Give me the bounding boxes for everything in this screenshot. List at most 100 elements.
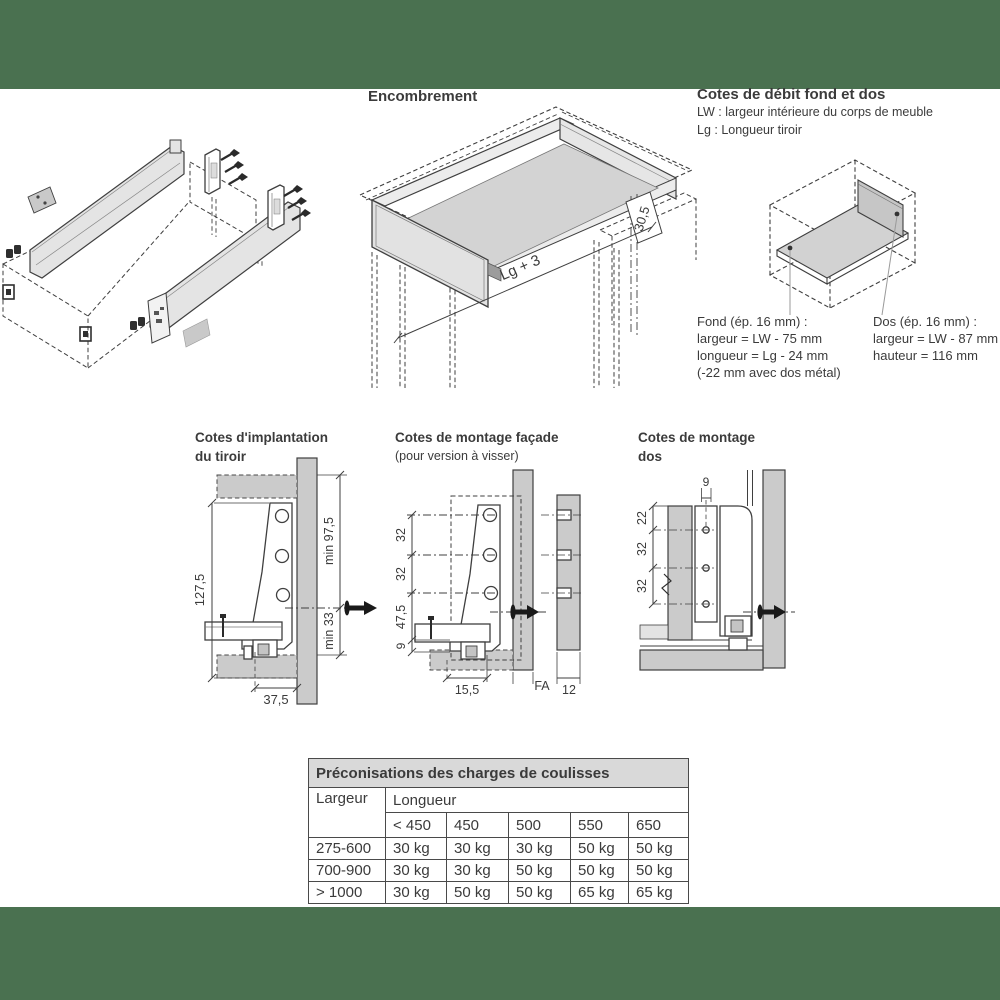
back-rail [559, 117, 677, 200]
facade-cut-panel [541, 494, 581, 651]
dim-bottom-37-5: 37,5 [250, 652, 302, 707]
svg-text:12: 12 [562, 683, 576, 697]
load-cell: 50 kg [627, 859, 690, 882]
svg-text:32: 32 [394, 567, 408, 581]
cabinet-bottom-dashed [216, 654, 298, 679]
row-label: 275-600 [308, 837, 386, 860]
dim-left-column: 22 32 32 [635, 501, 717, 609]
fond-spec-length: longueur = Lg - 24 mm [697, 348, 829, 363]
table-header-row-1: Largeur Longueur [308, 787, 690, 838]
table-title: Préconisations des charges de coulisses [307, 758, 690, 788]
dim-bottom-row: 15,5 FA 12 [442, 652, 581, 697]
cabinet-top-dashed [216, 474, 298, 499]
svg-text:min 97,5: min 97,5 [322, 517, 336, 565]
height-tag: 30,5 [625, 191, 663, 335]
fond-leader-dot [787, 245, 793, 251]
encombrement-title: Encombrement [368, 88, 478, 105]
implantation-diagram: 127,5 min 97,5 min 33 37,5 [192, 457, 377, 707]
dos-spec-title: Dos (ép. 16 mm) : [873, 314, 978, 329]
length-header: 450 [446, 812, 509, 838]
svg-text:47,5: 47,5 [394, 605, 408, 629]
break-symbol [661, 573, 672, 596]
length-header: 550 [570, 812, 629, 838]
svg-text:127,5: 127,5 [192, 574, 207, 607]
load-cell: 30 kg [446, 837, 509, 860]
facade-title: Cotes de montage façade (pour version à … [395, 430, 559, 463]
fond-spec-width: largeur = LW - 75 mm [697, 331, 823, 346]
front-bracket-2 [267, 184, 285, 231]
right-drawer-side-rail [147, 201, 301, 348]
side-panel-dashed [598, 192, 698, 325]
drawer-bottom-rail [414, 623, 491, 643]
table-row: 275-600 30 kg 30 kg 30 kg 50 kg 50 kg [308, 837, 690, 860]
load-cell: 50 kg [570, 859, 629, 882]
gray-label-plate [182, 318, 211, 348]
left-mounting-plate [27, 186, 57, 214]
rail-front-cap [147, 292, 171, 344]
dim-left-127-5: 127,5 [192, 498, 297, 683]
svg-text:32: 32 [635, 542, 649, 556]
table-row: > 1000 30 kg 50 kg 50 kg 65 kg 65 kg [308, 881, 690, 904]
dim-left-column: 32 32 47,5 9 [394, 510, 450, 657]
length-header: 500 [508, 812, 571, 838]
dim-top-9: 9 [701, 475, 712, 530]
dos-spec: Dos (ép. 16 mm) : largeur = LW - 87 mm h… [873, 313, 998, 364]
legend-lw: LW : largeur intérieure du corps de meub… [697, 105, 933, 119]
svg-text:min 33: min 33 [322, 612, 336, 650]
latch [487, 262, 502, 282]
table-title-row: Préconisations des charges de coulisses [307, 758, 690, 788]
load-cell: 50 kg [446, 881, 509, 904]
mounting-strip [694, 505, 718, 623]
dos-diagram: 22 32 32 9 [635, 469, 795, 671]
fond-spec-title: Fond (ép. 16 mm) : [697, 314, 808, 329]
front-bracket-profile [449, 504, 501, 652]
dos-panel [667, 505, 693, 641]
dos-spec-width: largeur = LW - 87 mm [873, 331, 999, 346]
left-drawer-side-rail [29, 139, 185, 279]
load-cell: 30 kg [385, 837, 447, 860]
svg-text:37,5: 37,5 [263, 692, 288, 707]
small-fasteners [2, 245, 145, 342]
load-cell: 65 kg [627, 881, 690, 904]
fixing-screw-arrow [344, 600, 377, 616]
dos-title: Cotes de montage dos [638, 430, 756, 464]
dos-panel [857, 179, 904, 238]
load-cell: 30 kg [508, 837, 571, 860]
dos-leader-dot [894, 211, 900, 217]
cotes-debit-title: Cotes de débit fond et dos [697, 86, 886, 103]
bracket-holes [274, 508, 291, 603]
clamp [460, 641, 486, 660]
encombrement-diagram: 30,5 Lg + 3 [358, 106, 698, 388]
exploded-drawer-assembly-diagram [2, 139, 311, 369]
load-cell: 50 kg [508, 859, 571, 882]
clamp [724, 615, 752, 651]
clamp [243, 639, 278, 660]
cabinet-side-wall [762, 469, 786, 669]
cabinet-dashed-legs [371, 240, 620, 388]
dim-30-5: 30,5 [631, 204, 653, 233]
length-header: < 450 [385, 812, 447, 838]
svg-text:15,5: 15,5 [455, 683, 479, 697]
load-cell: 50 kg [570, 837, 629, 860]
implantation-title: Cotes d'implantation du tiroir [195, 430, 328, 464]
svg-text:32: 32 [635, 579, 649, 593]
svg-text:FA: FA [534, 679, 550, 693]
load-cell: 30 kg [446, 859, 509, 882]
fond-spec-metal: (-22 mm avec dos métal) [697, 365, 841, 380]
svg-text:32: 32 [394, 528, 408, 542]
col-header-longueur: Longueur [384, 787, 690, 813]
dos-spec-height: hauteur = 116 mm [873, 348, 978, 363]
drawer-side-profile [719, 505, 753, 637]
fixing-screw-arrow [510, 604, 539, 620]
svg-text:9: 9 [394, 642, 408, 649]
load-recommendations-table: Préconisations des charges de coulisses … [307, 758, 690, 904]
top-green-band [0, 0, 1000, 89]
load-cell: 30 kg [385, 881, 447, 904]
bottom-green-band [0, 907, 1000, 1000]
cabinet-side-wall [296, 457, 318, 705]
row-label: 700-900 [308, 859, 386, 882]
rail-screw [428, 616, 434, 639]
facade-panel [512, 469, 534, 671]
front-panel [371, 198, 489, 309]
